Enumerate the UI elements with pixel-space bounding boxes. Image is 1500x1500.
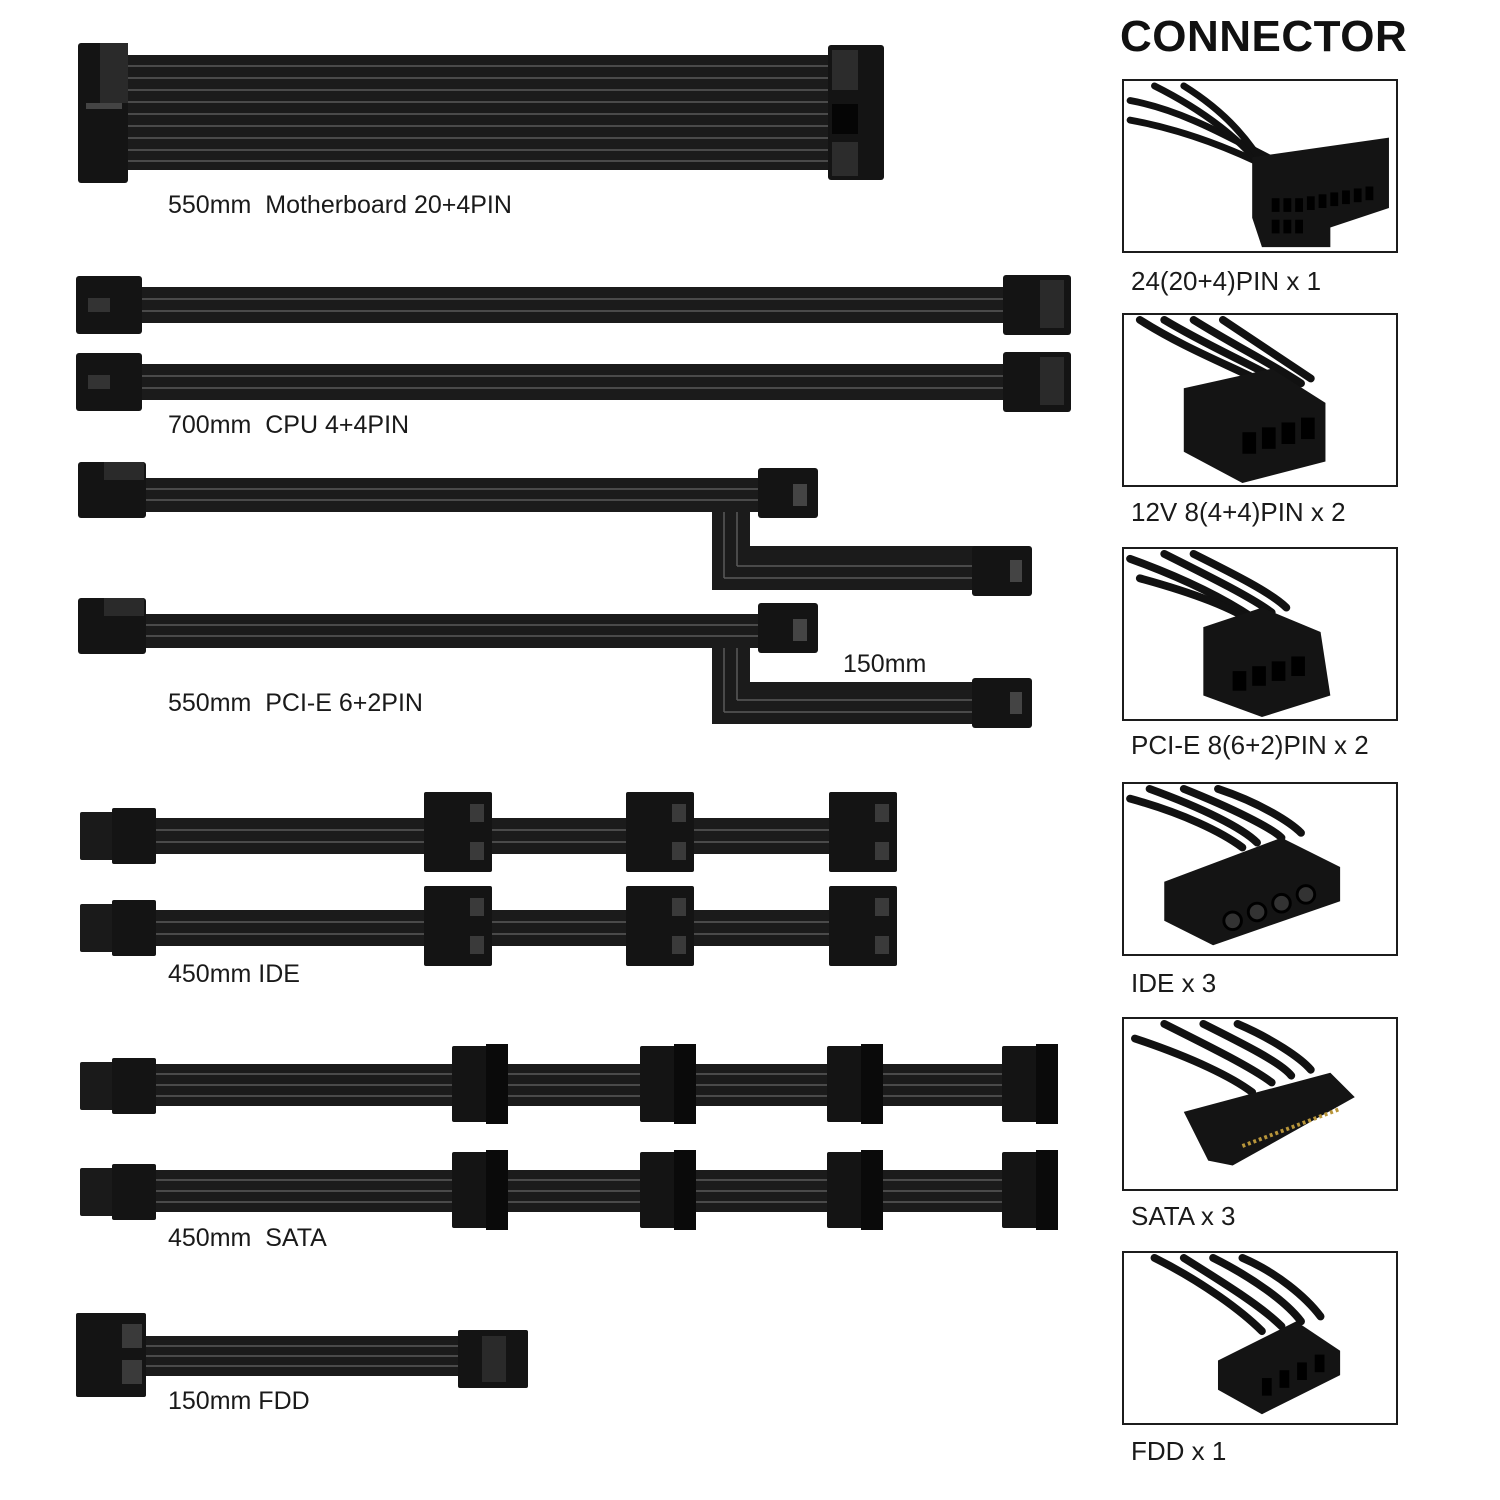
fdd-cable-label: 150mm FDD: [168, 1387, 310, 1415]
fdd-connector-icon: [1150, 1253, 1341, 1415]
cpu-cable-2: [76, 352, 1071, 412]
connector-caption-24pin: 24(20+4)PIN x 1: [1131, 266, 1322, 296]
connector-caption-eps8pin: 12V 8(4+4)PIN x 2: [1131, 497, 1346, 527]
connector-photo-pcie8pin: [1122, 547, 1398, 721]
sata-cable-1: [80, 1044, 1058, 1124]
connector-caption-pcie8pin: PCI-E 8(6+2)PIN x 2: [1131, 730, 1369, 760]
connector-caption-molex: IDE x 3: [1131, 968, 1217, 998]
fdd-cable: [76, 1313, 528, 1397]
sata-cable-2: [80, 1150, 1058, 1230]
atx-24pin-connector-icon: [1126, 82, 1389, 248]
eps-8pin-connector-icon: [1135, 315, 1326, 484]
ide-cable-2: [80, 886, 897, 966]
connector-caption-fdd: FDD x 1: [1131, 1436, 1227, 1466]
ide-cable-1: [80, 792, 897, 872]
connector-photo-fdd: [1122, 1251, 1398, 1425]
motherboard-cable: [78, 43, 884, 183]
motherboard-cable-label: 550mm Motherboard 20+4PIN: [168, 191, 512, 219]
connector-photo-molex: [1122, 782, 1398, 956]
molex-connector-icon: [1126, 784, 1341, 946]
connector-header: CONNECTOR: [1120, 12, 1408, 61]
ide-cable-label: 450mm IDE: [168, 960, 300, 988]
sata-power-connector-icon: [1131, 1019, 1355, 1166]
cpu-cable-label: 700mm CPU 4+4PIN: [168, 411, 410, 439]
pcie-cable-1: [78, 462, 1032, 596]
pcie-8pin-connector-icon: [1126, 549, 1331, 718]
connector-photo-24pin: [1122, 79, 1398, 253]
pcie-cable-2: [78, 598, 1032, 728]
cpu-cable-1: [76, 275, 1071, 335]
connector-photo-eps8pin: [1122, 313, 1398, 487]
pcie-branch-length-label: 150mm: [843, 650, 927, 678]
sata-cable-label: 450mm SATA: [168, 1224, 327, 1252]
connector-photo-sata: [1122, 1017, 1398, 1191]
connector-caption-sata: SATA x 3: [1131, 1201, 1236, 1231]
pcie-cable-label: 550mm PCI-E 6+2PIN: [168, 689, 423, 717]
